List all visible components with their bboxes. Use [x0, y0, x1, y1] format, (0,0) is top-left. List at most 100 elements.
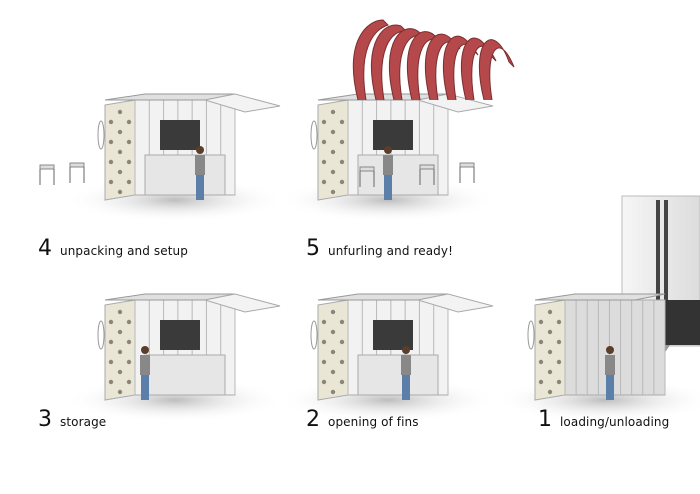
panel-hole	[321, 139, 327, 145]
handle	[97, 120, 105, 150]
panel-hole	[117, 189, 123, 195]
stage-number: 3	[38, 407, 52, 432]
folding-chair	[69, 162, 85, 183]
stage-label-4: 4 unpacking and setup	[38, 236, 188, 261]
roof	[534, 293, 666, 301]
kiosk-3	[97, 293, 281, 401]
chair-seat	[459, 162, 475, 168]
panel-hole	[547, 349, 553, 355]
stage-label-1: 1 loading/unloading	[538, 407, 669, 432]
stage-description: loading/unloading	[560, 415, 670, 429]
coffee-machine	[373, 120, 413, 150]
awning	[204, 93, 281, 113]
panel-hole	[330, 109, 336, 115]
stage-number: 2	[306, 407, 320, 432]
panel-hole	[321, 159, 327, 165]
folding-chair	[459, 162, 475, 183]
chair-seat	[419, 164, 435, 170]
panel-hole	[321, 119, 327, 125]
panel-hole	[547, 329, 553, 335]
panel-hole	[556, 379, 562, 385]
panel-hole	[330, 389, 336, 395]
panel-hole	[339, 319, 345, 325]
panel-hole	[126, 119, 132, 125]
panel-hole	[339, 379, 345, 385]
panel-hole	[556, 339, 562, 345]
panel-hole	[339, 139, 345, 145]
panel-hole	[330, 169, 336, 175]
panel-hole	[321, 379, 327, 385]
person-legs	[606, 375, 614, 400]
panel-hole	[117, 149, 123, 155]
red-fin	[478, 39, 515, 101]
panel-hole	[538, 379, 544, 385]
person-head	[196, 146, 204, 154]
stage-description: unpacking and setup	[60, 244, 188, 258]
panel-hole	[126, 319, 132, 325]
chair-seat	[69, 162, 85, 168]
panel-hole	[108, 159, 114, 165]
panel-hole	[126, 139, 132, 145]
panel-hole	[330, 349, 336, 355]
folding-chair	[39, 164, 55, 185]
panel-hole	[321, 319, 327, 325]
panel-hole	[321, 359, 327, 365]
panel-hole	[547, 309, 553, 315]
coffee-machine	[160, 120, 200, 150]
panel-hole	[108, 359, 114, 365]
panel-hole	[117, 309, 123, 315]
red-fin	[388, 28, 425, 101]
kiosk-2	[310, 293, 494, 401]
handle	[97, 320, 105, 350]
stage-number: 4	[38, 236, 52, 261]
panel-hole	[330, 309, 336, 315]
stage-number: 1	[538, 407, 552, 432]
stage-description: unfurling and ready!	[328, 244, 454, 258]
person-torso	[195, 155, 205, 175]
panel-hole	[126, 379, 132, 385]
stage-number: 5	[306, 236, 320, 261]
counter	[357, 354, 439, 396]
panel-hole	[330, 329, 336, 335]
panel-hole	[126, 339, 132, 345]
kiosk-5	[310, 19, 515, 201]
person-torso	[401, 355, 411, 375]
panel-hole	[330, 149, 336, 155]
panel-hole	[117, 369, 123, 375]
panel-hole	[126, 359, 132, 365]
panel-hole	[117, 329, 123, 335]
handle	[527, 320, 535, 350]
panel-hole	[538, 359, 544, 365]
panel-hole	[117, 169, 123, 175]
folding-chair	[359, 166, 375, 187]
awning	[417, 293, 494, 313]
awning	[204, 293, 281, 313]
panel-hole	[556, 359, 562, 365]
stage-description: storage	[60, 415, 107, 429]
panel-hole	[108, 319, 114, 325]
panel-hole	[547, 389, 553, 395]
person-torso	[605, 355, 615, 375]
kiosk-body	[564, 299, 666, 396]
red-fin	[370, 24, 408, 101]
counter	[144, 154, 226, 196]
panel-hole	[330, 369, 336, 375]
person-head	[402, 346, 410, 354]
panel-hole	[126, 159, 132, 165]
coffee-machine	[373, 320, 413, 350]
panel-hole	[330, 129, 336, 135]
panel-hole	[108, 119, 114, 125]
counter	[357, 154, 439, 196]
panel-hole	[339, 119, 345, 125]
kiosk-4	[97, 93, 281, 201]
chair-seat	[39, 164, 55, 170]
panel-hole	[538, 339, 544, 345]
stage-description: opening of fins	[328, 415, 419, 429]
folding-chair	[419, 164, 435, 185]
panel-hole	[108, 379, 114, 385]
person-legs	[196, 175, 204, 200]
panel-hole	[117, 349, 123, 355]
person-legs	[402, 375, 410, 400]
person-legs	[384, 175, 392, 200]
